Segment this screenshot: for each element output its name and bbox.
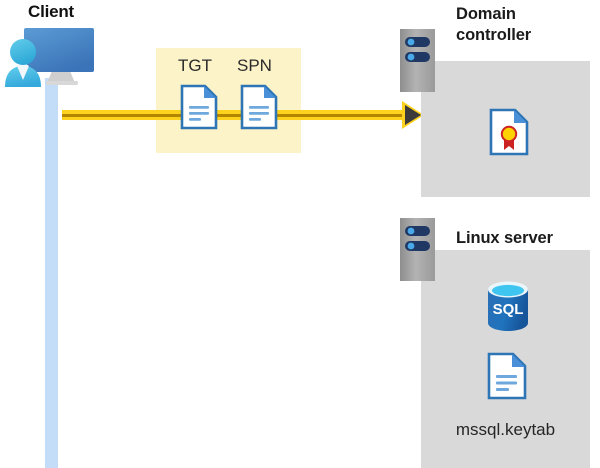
document-icon (487, 352, 527, 400)
keytab-file-label: mssql.keytab (455, 420, 556, 439)
arrow-right-icon-inner (405, 105, 421, 125)
document-icon (180, 84, 218, 130)
server-rack-icon (400, 29, 435, 92)
server-rack-icon (400, 218, 435, 281)
user-workstation-icon (4, 25, 100, 91)
client-label: Client (28, 2, 75, 21)
certificate-document-icon (489, 108, 529, 156)
domain-controller-title: Domain controller (456, 4, 596, 46)
spn-label: SPN (237, 56, 272, 75)
domain-controller-title-line1: Domain (456, 5, 516, 23)
linux-server-title: Linux server (456, 229, 553, 247)
arrow-line-inner (62, 114, 411, 117)
document-icon (240, 84, 278, 130)
client-lifeline (45, 78, 58, 468)
sql-database-icon: SQL (485, 280, 531, 332)
tgt-label: TGT (178, 56, 212, 75)
message-arrow-line (62, 110, 411, 120)
svg-text:SQL: SQL (493, 301, 524, 318)
domain-controller-title-line2: controller (456, 26, 532, 44)
